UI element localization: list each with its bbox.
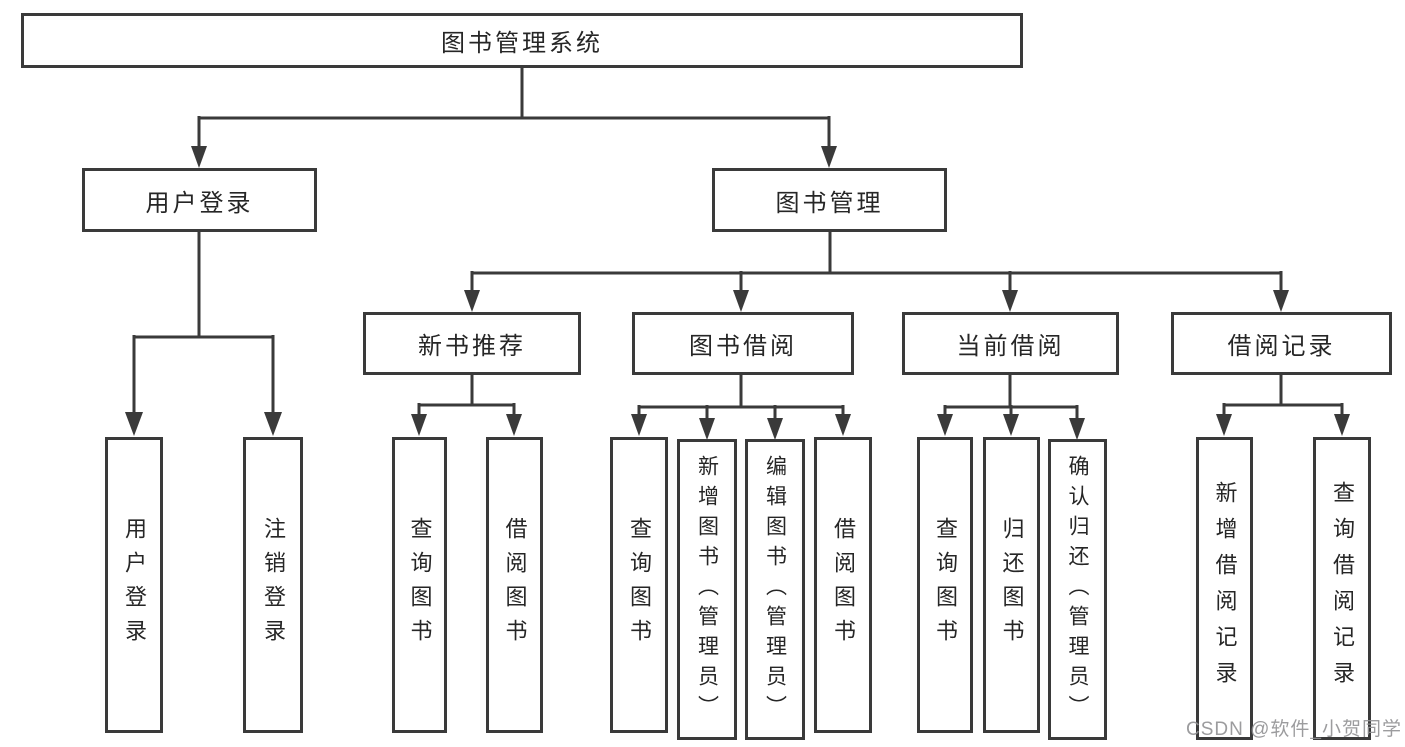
leaf-query-books: 查询图书 <box>917 437 973 733</box>
leaf-logout: 注销登录 <box>243 437 303 733</box>
node-label: 新书推荐 <box>418 333 526 360</box>
node-borrow-record: 借阅记录 <box>1171 312 1392 375</box>
leaf-add-books-admin: 新增图书（管理员） <box>677 439 737 740</box>
leaf-confirm-return-admin: 确认归还（管理员） <box>1048 439 1107 740</box>
node-label: 图书管理 <box>775 189 884 217</box>
leaf-label: 借阅图书 <box>831 517 856 653</box>
leaf-query-books: 查询图书 <box>392 437 447 733</box>
node-user-login: 用户登录 <box>82 168 317 232</box>
node-library-system: 图书管理系统 <box>21 13 1023 68</box>
arrow-down-icons <box>125 146 1350 440</box>
node-label: 图书借阅 <box>689 333 797 360</box>
leaf-label: 查询图书 <box>627 517 652 653</box>
leaf-add-borrow-record: 新增借阅记录 <box>1196 437 1253 740</box>
node-new-book-recommend: 新书推荐 <box>363 312 581 375</box>
leaf-label: 新增借阅记录 <box>1212 480 1238 697</box>
leaf-user-login: 用户登录 <box>105 437 163 733</box>
node-book-borrow: 图书借阅 <box>632 312 854 375</box>
leaf-label: 归还图书 <box>999 517 1025 653</box>
leaf-label: 查询图书 <box>407 517 433 653</box>
leaf-return-books: 归还图书 <box>983 437 1040 733</box>
leaf-label: 新增图书（管理员） <box>695 454 719 725</box>
leaf-borrow-books: 借阅图书 <box>486 437 543 733</box>
leaf-label: 用户登录 <box>122 517 147 653</box>
leaf-borrow-books: 借阅图书 <box>814 437 872 733</box>
node-label: 当前借阅 <box>956 333 1065 360</box>
leaf-label: 注销登录 <box>261 517 286 653</box>
node-label: 借阅记录 <box>1227 333 1336 360</box>
leaf-edit-books-admin: 编辑图书（管理员） <box>745 439 805 740</box>
leaf-query-books: 查询图书 <box>610 437 668 733</box>
leaf-label: 查询借阅记录 <box>1330 480 1355 697</box>
leaf-label: 查询图书 <box>933 517 958 653</box>
leaf-query-borrow-record: 查询借阅记录 <box>1313 437 1371 740</box>
leaf-label: 确认归还（管理员） <box>1066 454 1089 725</box>
leaf-label: 借阅图书 <box>502 517 528 653</box>
node-current-borrow: 当前借阅 <box>902 312 1119 375</box>
leaf-label: 编辑图书（管理员） <box>763 454 787 725</box>
node-label: 用户登录 <box>145 189 254 217</box>
node-book-management: 图书管理 <box>712 168 947 232</box>
node-label: 图书管理系统 <box>441 30 603 57</box>
csdn-watermark: CSDN @软件_小贺同学 <box>1186 719 1402 740</box>
tree-edges <box>132 68 1344 421</box>
